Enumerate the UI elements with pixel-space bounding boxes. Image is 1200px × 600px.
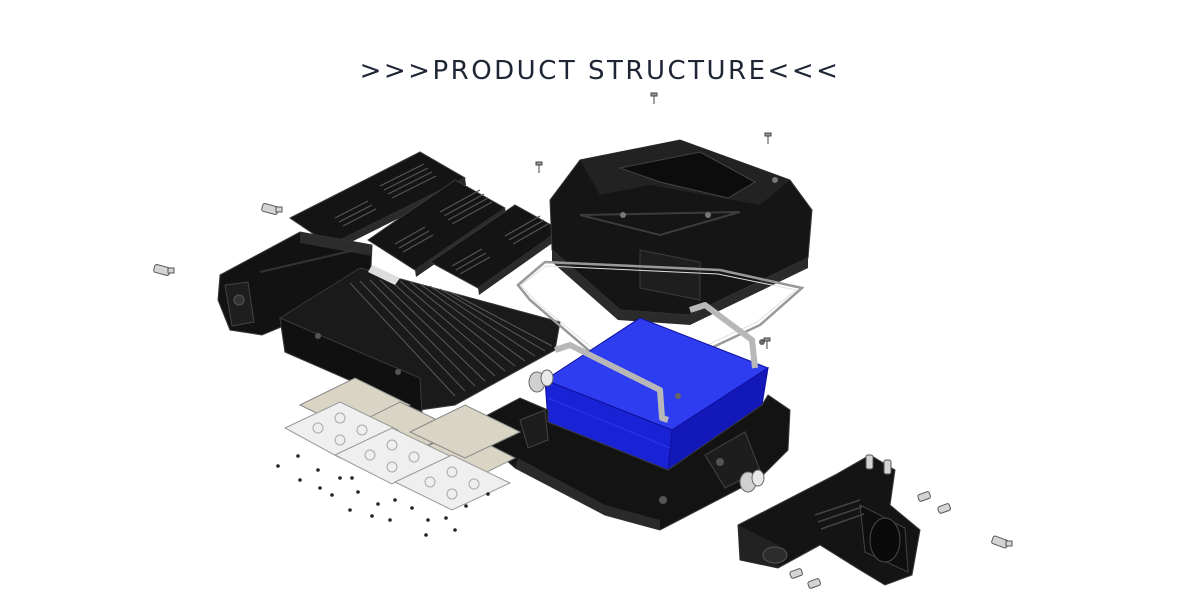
screw-icon (883, 459, 892, 475)
screw-icon (937, 503, 951, 514)
led-board-screws (276, 454, 490, 537)
screw-icon (991, 535, 1013, 549)
heat-sink-covers (289, 151, 561, 295)
screw-icon (917, 491, 931, 502)
cover-gasket (516, 260, 805, 374)
top-cover-screws (535, 92, 772, 349)
battery-brackets (554, 302, 765, 423)
top-cover (549, 139, 813, 325)
loose-screws (153, 203, 1013, 589)
screw-icon (865, 454, 874, 470)
cable-glands (528, 369, 765, 493)
screw-icon (789, 568, 803, 579)
mounting-bracket (737, 454, 921, 586)
screw-icon (153, 264, 175, 276)
heat-sink-fins (279, 265, 561, 413)
screw-icon (807, 578, 821, 589)
page-title: >>>PRODUCT STRUCTURE<<< (359, 56, 841, 86)
bottom-housing (481, 394, 791, 531)
lens-arrays (283, 401, 512, 511)
lamp-body (217, 231, 373, 336)
battery-pack (543, 317, 770, 472)
screw-icon (261, 203, 283, 215)
